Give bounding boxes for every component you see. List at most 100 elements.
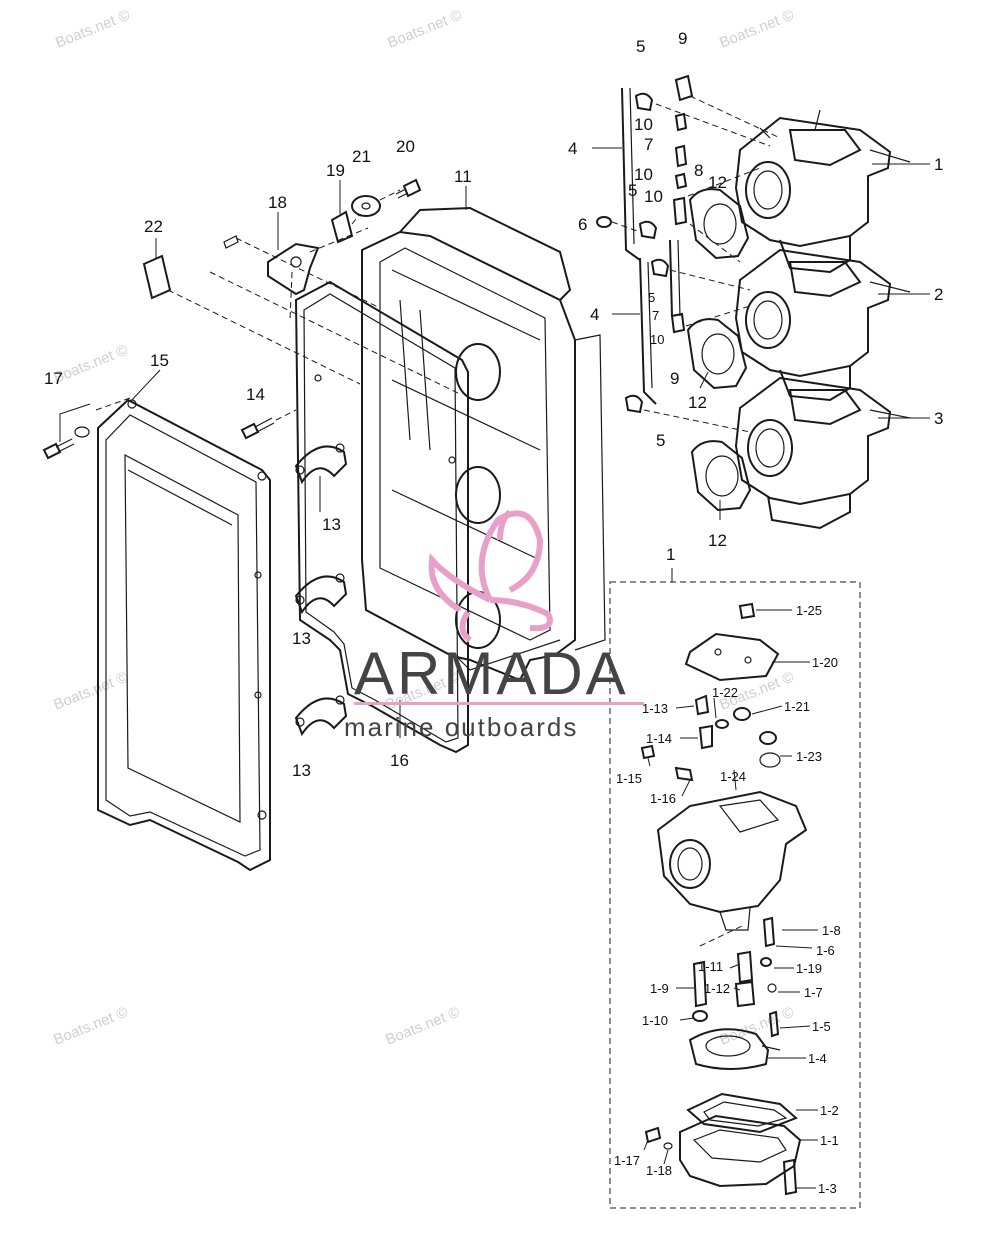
part-label: 8	[694, 161, 703, 180]
detail-label: 1-11	[698, 959, 723, 974]
part-label: 6	[578, 215, 587, 234]
watermark: Boats.net ©	[383, 1003, 462, 1048]
detail-label: 1-4	[808, 1051, 827, 1066]
watermark: Boats.net ©	[51, 1003, 130, 1048]
detail-label: 1-21	[784, 699, 810, 714]
detail-label: 1-3	[818, 1181, 837, 1196]
part-label: 21	[352, 147, 371, 166]
part-label: 7	[652, 308, 659, 323]
brand-logo: ARMADA marine outboards	[344, 509, 644, 742]
watermark: Boats.net ©	[51, 341, 130, 386]
part-label: 17	[44, 369, 63, 388]
gasket-part-12	[688, 188, 750, 260]
bolt-part-17	[42, 403, 91, 460]
part-label: 3	[934, 409, 943, 428]
part-label: 5	[636, 37, 645, 56]
part-label: 5	[656, 431, 665, 450]
part-label: 4	[568, 139, 577, 158]
carburetor-part-3	[734, 376, 911, 530]
detail-label: 1-10	[642, 1013, 668, 1028]
detail-label: 1-1	[820, 1133, 839, 1148]
part-label: 4	[590, 305, 599, 324]
part-label: 1	[934, 155, 943, 174]
part-label: 13	[292, 761, 311, 780]
part-label: 13	[292, 629, 311, 648]
part-label: 7	[644, 135, 653, 154]
detail-label: 1-14	[646, 731, 672, 746]
carburetor-part-2	[734, 248, 911, 402]
detail-label: 1-19	[796, 961, 822, 976]
alignment-lines-left	[95, 189, 461, 411]
detail-label: 1-15	[616, 771, 642, 786]
brand-emblem-icon	[428, 509, 553, 643]
watermark-layer: Boats.net © Boats.net © Boats.net © Boat…	[51, 6, 796, 1048]
clamp-part-13	[294, 695, 348, 737]
part-label: 11	[454, 167, 472, 186]
clamp-part-13	[294, 443, 348, 485]
part-label: 5	[648, 290, 655, 305]
bushing-part-19	[330, 180, 354, 244]
detail-label: 1-17	[614, 1153, 640, 1168]
brand-name: ARMADA	[354, 640, 629, 707]
detail-label: 1-12	[704, 981, 730, 996]
part-label: 9	[670, 369, 679, 388]
part-label: 20	[396, 137, 415, 156]
part-label: 13	[322, 515, 341, 534]
small-screw	[223, 235, 239, 249]
cover-part-15	[97, 398, 271, 872]
part-label: 12	[708, 531, 727, 550]
detail-label: 1-23	[796, 749, 822, 764]
part-label: 19	[326, 161, 345, 180]
intake-manifold-part-11	[361, 206, 606, 682]
watermark: Boats.net ©	[717, 6, 796, 51]
part-label: 18	[268, 193, 287, 212]
watermark: Boats.net ©	[385, 6, 464, 51]
detail-label: 1-8	[822, 923, 841, 938]
gasket-part-12	[686, 318, 748, 390]
detail-label: 1-7	[804, 985, 823, 1000]
brand-tagline: marine outboards	[344, 712, 578, 742]
detail-label: 1-6	[816, 943, 835, 958]
part-label: 10	[650, 332, 664, 347]
carburetor-part-1	[734, 109, 911, 274]
detail-label: 1-13	[642, 701, 668, 716]
detail-labels: 1-25 1-20 1-13 1-22 1-21 1-14 1-23 1-15 …	[614, 603, 841, 1196]
part-label: 10	[634, 165, 653, 184]
watermark: Boats.net ©	[717, 1003, 796, 1048]
part-label: 10	[634, 115, 653, 134]
detail-label: 1-25	[796, 603, 822, 618]
part-label: 10	[644, 187, 663, 206]
part-label: 12	[688, 393, 707, 412]
part-label: 1	[666, 545, 675, 564]
watermark: Boats.net ©	[51, 668, 130, 713]
part-labels: 1 2 3 4 4 5 5 5 5 6 7 7 8 9 9 10 10 10 1…	[44, 29, 943, 780]
detail-label: 1-18	[646, 1163, 672, 1178]
part-label: 14	[246, 385, 265, 404]
part-label: 12	[708, 173, 727, 192]
part-label: 5	[628, 181, 637, 200]
brand-underline	[354, 702, 644, 705]
part-label: 22	[144, 217, 163, 236]
gasket-part-16	[294, 280, 469, 754]
watermark: Boats.net ©	[53, 6, 132, 51]
bolt-part-20	[395, 178, 422, 199]
part-label: 9	[678, 29, 687, 48]
leader-lines	[129, 147, 930, 738]
clamp-part-13	[294, 573, 348, 615]
gasket-part-12	[690, 440, 752, 512]
part-label: 16	[390, 751, 409, 770]
detail-label: 1-9	[650, 981, 669, 996]
carburetor-detail-box	[609, 568, 861, 1209]
detail-label: 1-2	[820, 1103, 839, 1118]
detail-label: 1-16	[650, 791, 676, 806]
detail-label: 1-24	[720, 769, 746, 784]
plate-part-22	[142, 238, 172, 300]
detail-label: 1-5	[812, 1019, 831, 1034]
detail-label: 1-22	[712, 685, 738, 700]
detail-label: 1-20	[812, 655, 838, 670]
part-label: 15	[150, 351, 169, 370]
washer-part-21	[351, 195, 381, 217]
fuel-hose-assembly	[596, 74, 781, 433]
part-label: 2	[934, 285, 943, 304]
